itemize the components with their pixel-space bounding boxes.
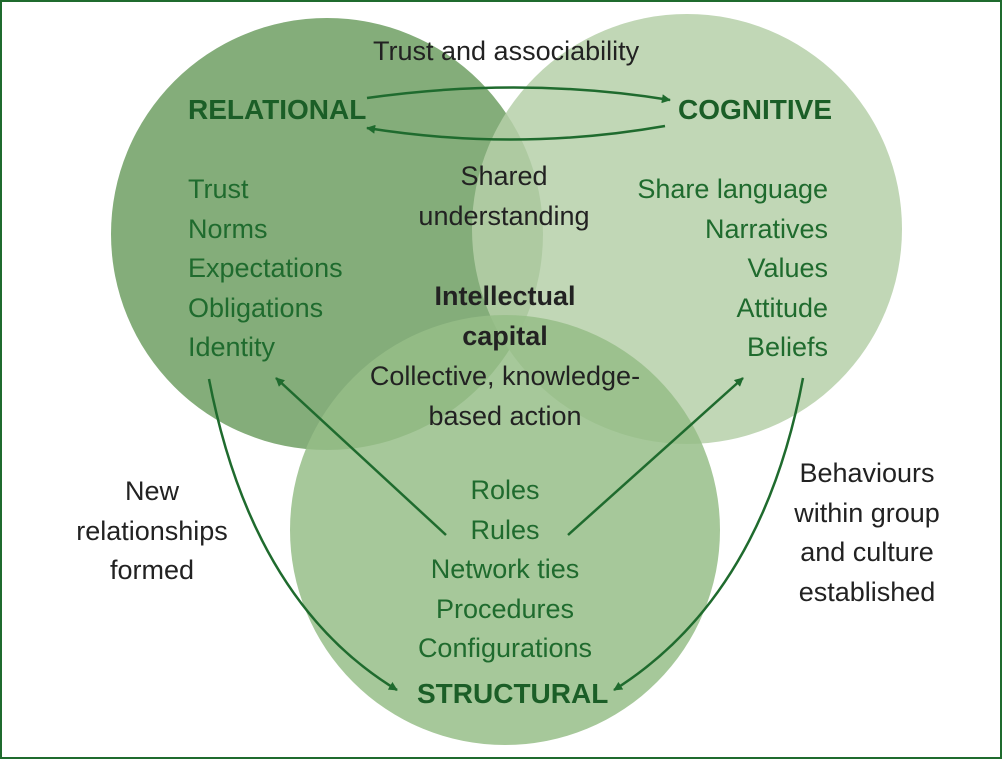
cognitive-items: Share language Narratives Values Attitud… xyxy=(592,170,828,368)
collective-action-line-1: Collective, knowledge- xyxy=(369,361,641,391)
link-shared-understanding: Shared understanding xyxy=(414,157,594,236)
shared-understanding-line-2: understanding xyxy=(418,200,590,231)
collective-action-line-2: based action xyxy=(428,400,582,431)
structural-item: Network ties xyxy=(430,554,580,584)
intellectual-capital-line-2: capital xyxy=(462,320,548,351)
cognitive-item: Attitude xyxy=(736,292,828,323)
relational-items: Trust Norms Expectations Obligations Ide… xyxy=(188,170,343,368)
link-trust-associability: Trust and associability xyxy=(373,36,640,66)
arrow-relational-to-cognitive xyxy=(366,86,671,104)
behaviours-line-4: established xyxy=(798,576,936,607)
intellectual-capital-title: Intellectual capital xyxy=(395,277,615,356)
link-behaviours-culture: Behaviours within group and culture esta… xyxy=(777,454,957,612)
relational-item: Norms xyxy=(188,213,268,244)
intellectual-capital-line-1: Intellectual xyxy=(434,281,576,311)
new-relationships-line-3: formed xyxy=(109,555,195,585)
arrow-cognitive-to-relational xyxy=(366,124,666,141)
relational-item: Expectations xyxy=(188,253,343,283)
structural-item: Configurations xyxy=(417,633,593,663)
cognitive-title: COGNITIVE xyxy=(678,94,833,125)
structural-item: Roles xyxy=(470,475,540,505)
arrow-relational-to-structural xyxy=(207,378,398,692)
new-relationships-line-2: relationships xyxy=(76,515,228,546)
shared-understanding-line-1: Shared xyxy=(460,161,548,191)
behaviours-line-3: and culture xyxy=(800,537,934,567)
relational-item: Identity xyxy=(188,332,276,362)
behaviours-line-1: Behaviours xyxy=(799,458,935,488)
cognitive-item: Values xyxy=(747,253,828,283)
relational-title: RELATIONAL xyxy=(188,94,367,125)
structural-items: Roles Rules Network ties Procedures Conf… xyxy=(385,471,625,669)
relational-item: Obligations xyxy=(188,292,324,323)
structural-item: Procedures xyxy=(435,593,575,624)
structural-title: STRUCTURAL xyxy=(417,678,609,709)
arrow-structural-to-relational xyxy=(275,377,447,536)
link-new-relationships: New relationships formed xyxy=(62,472,242,591)
arrow-structural-to-cognitive xyxy=(567,377,744,536)
new-relationships-line-1: New xyxy=(124,476,179,506)
collective-action-subtitle: Collective, knowledge- based action xyxy=(355,357,655,436)
arrow-cognitive-to-structural xyxy=(613,377,805,692)
structural-circle xyxy=(290,315,720,745)
relational-item: Trust xyxy=(188,174,249,204)
behaviours-line-2: within group xyxy=(794,497,940,528)
cognitive-item: Narratives xyxy=(704,213,828,244)
cognitive-item: Share language xyxy=(637,174,828,204)
cognitive-item: Beliefs xyxy=(746,332,828,362)
structural-item: Rules xyxy=(470,514,540,545)
